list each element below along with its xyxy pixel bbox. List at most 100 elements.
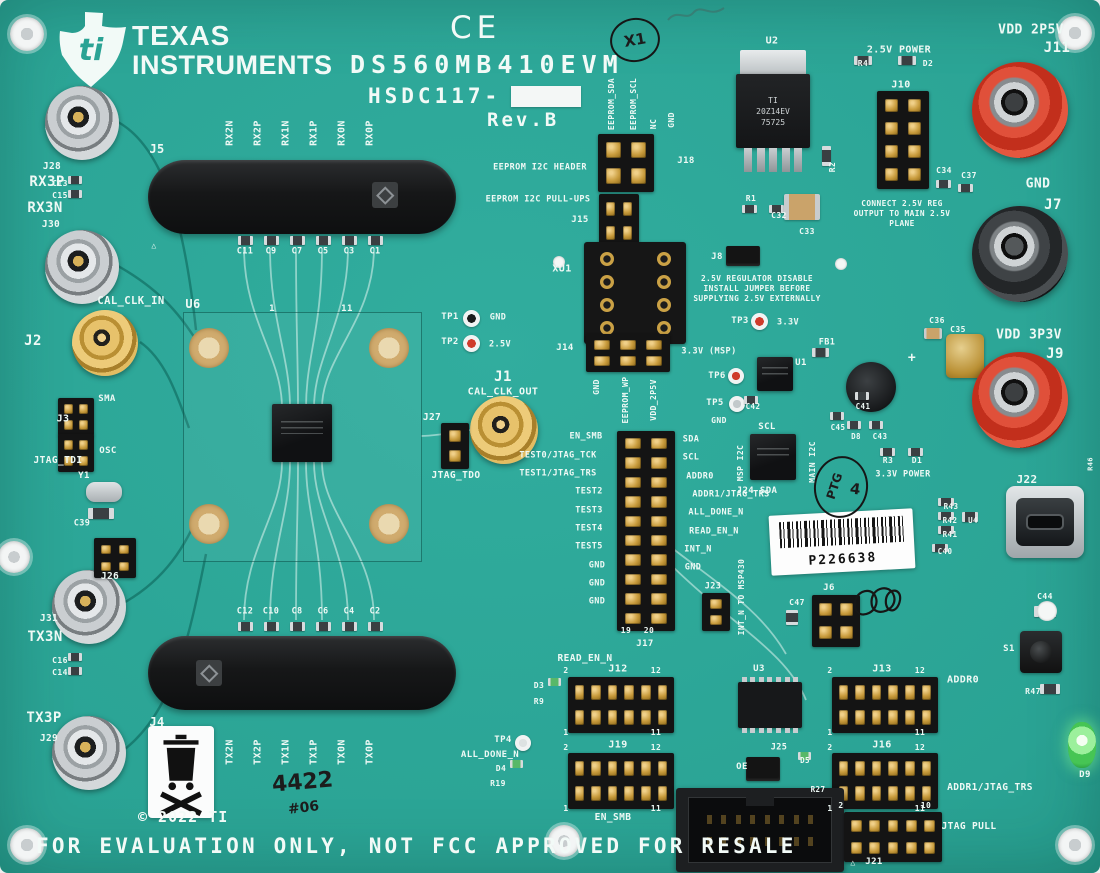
copyright-notice: © 2022 TI xyxy=(138,808,229,826)
pad-dot-3 xyxy=(1037,601,1057,621)
j29-tx3p-connector xyxy=(52,716,126,790)
j20-idc-connector xyxy=(676,788,844,872)
j17-header xyxy=(617,431,675,631)
c14-cap xyxy=(68,667,82,675)
fb1-bead xyxy=(812,348,829,357)
blank-sticker xyxy=(511,85,582,107)
ti-logo-letters: ti xyxy=(79,33,104,68)
d2-diode xyxy=(898,56,916,65)
d8-diode xyxy=(847,421,861,429)
j4-connector xyxy=(148,636,456,710)
evaluation-disclaimer: FOR EVALUATION ONLY, NOT FCC APPROVED FO… xyxy=(36,834,797,858)
handwritten-x1-text: X1 xyxy=(622,29,648,51)
y1-crystal xyxy=(86,482,122,502)
u1-ic xyxy=(757,357,793,391)
c41-cap xyxy=(855,392,869,400)
u3-ic xyxy=(738,677,802,733)
j28-rx3p-connector xyxy=(45,86,119,160)
j18-header xyxy=(598,134,654,192)
u6-pad-bottom-left xyxy=(189,504,229,544)
j21-header xyxy=(844,812,942,862)
handwritten-ptg-text: PTG xyxy=(824,471,846,502)
r1-res xyxy=(742,205,757,213)
j27-header xyxy=(441,423,469,469)
j3-header-a xyxy=(58,398,94,436)
mounting-hole-top-right xyxy=(1058,16,1092,50)
u6-dut-chip xyxy=(272,404,332,462)
j10-header xyxy=(877,91,929,189)
j31-tx3n-connector xyxy=(52,570,126,644)
j5-logo xyxy=(372,182,398,208)
d1-diode xyxy=(908,448,923,456)
s1-pushbutton xyxy=(1020,631,1062,673)
serial-barcode-label: P226638 xyxy=(768,508,916,576)
c42-cap xyxy=(744,396,758,404)
j22-usb-mini-connector xyxy=(1006,486,1084,558)
handwritten-lot-number: 4422 xyxy=(271,767,335,798)
c2-cap xyxy=(368,622,383,631)
c5-cap xyxy=(316,236,331,245)
brand-instruments: INSTRUMENTS xyxy=(132,50,333,80)
r47-res xyxy=(1040,684,1060,694)
c36-cap xyxy=(924,328,942,339)
j14-header xyxy=(586,334,670,372)
tp6-testpoint xyxy=(728,368,744,384)
j26-header xyxy=(94,538,136,578)
brand-texas: TEXAS xyxy=(132,20,231,51)
barcode-serial-text: P226638 xyxy=(808,550,878,569)
c9-cap xyxy=(264,236,279,245)
j15-header xyxy=(599,194,639,248)
c47-cap xyxy=(786,610,798,625)
power-inductor xyxy=(846,362,896,412)
c40-cap xyxy=(932,544,948,552)
c35-cap xyxy=(946,334,984,378)
c4-cap xyxy=(342,622,357,631)
r42-res xyxy=(938,512,954,520)
j7-gnd-jack xyxy=(972,206,1068,302)
d3-led xyxy=(548,678,561,686)
c6-cap xyxy=(316,622,331,631)
pad-dot-1 xyxy=(553,256,565,268)
c39-cap xyxy=(88,508,114,519)
j16-header xyxy=(832,753,938,809)
j5-connector xyxy=(148,160,456,234)
j19-header xyxy=(568,753,674,809)
brand-wordmark: TEXAS INSTRUMENTS xyxy=(132,22,333,79)
mounting-hole-bottom-right xyxy=(1058,828,1092,862)
weee-label xyxy=(148,726,214,818)
r3-res xyxy=(880,448,895,456)
j25-jumper xyxy=(746,757,780,781)
c3-cap xyxy=(342,236,357,245)
c32-cap xyxy=(769,205,784,213)
r4-res xyxy=(854,56,872,65)
c7-cap xyxy=(290,236,305,245)
mounting-hole-bottom-center xyxy=(548,825,580,857)
c11-cap xyxy=(238,236,253,245)
c1-cap xyxy=(368,236,383,245)
c43-cap xyxy=(869,421,883,429)
d5-led xyxy=(798,752,811,760)
mounting-hole-bottom-left xyxy=(10,828,44,862)
c10-cap xyxy=(264,622,279,631)
r41-res xyxy=(938,526,954,534)
tp4-testpoint xyxy=(515,735,531,751)
j24-i2c-ic xyxy=(750,434,796,480)
u6-pad-bottom-right xyxy=(369,504,409,544)
handwritten-ptg-number: 4 xyxy=(848,479,862,499)
tp3-testpoint xyxy=(751,313,768,330)
tp1-testpoint xyxy=(463,310,480,327)
ce-mark: CE xyxy=(450,10,502,46)
board-subtitle: HSDC117- xyxy=(368,84,582,108)
j4-logo xyxy=(196,660,222,686)
pen-scribble xyxy=(853,587,902,616)
j8-jumper xyxy=(726,246,760,266)
board-revision: Rev.B xyxy=(487,109,560,131)
j2-cal-clk-in-connector xyxy=(72,310,138,376)
c45-cap xyxy=(830,412,844,420)
j13-header xyxy=(832,677,938,733)
u4-ic-small xyxy=(962,512,978,522)
c8-cap xyxy=(290,622,305,631)
